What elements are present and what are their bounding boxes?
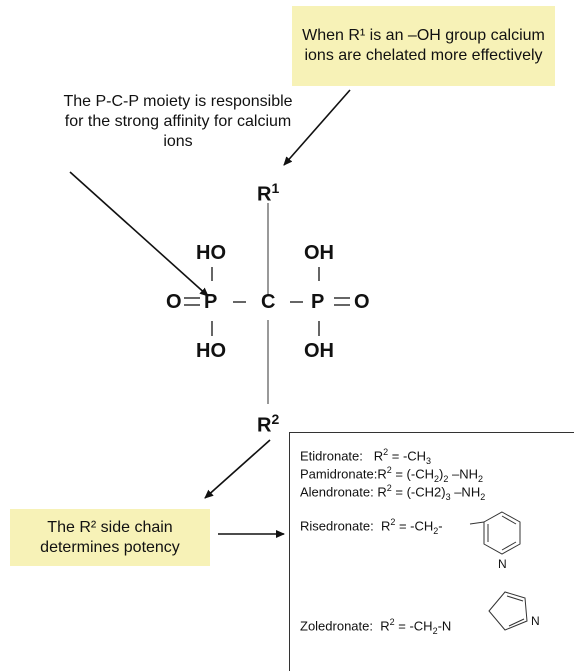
atom-p-left: P [204,291,218,313]
arrow-to-p-left [69,171,209,297]
example-sup: 2 [386,465,392,475]
atom-c-center: C [261,291,276,313]
example-name: Etidronate: [300,448,363,464]
atom-r2: R2 [257,408,279,437]
examples-box: Etidronate: R2 = -CH3 Pamidronate:R2 = (… [289,432,574,671]
example-formula: = -CH [395,518,434,534]
example-r: R [380,618,390,634]
example-sup: 2 [386,483,392,493]
example-sub: 2 [433,525,439,536]
imidazole-ring-icon [488,591,528,631]
example-formula: -N [437,618,452,634]
imidazole-n-label: N [531,614,540,628]
example-r: R [373,448,384,464]
example-alendronate: Alendronate: R2 = (-CH2)3 –NH2 [300,481,485,505]
atom-r2-letter: R [257,414,272,437]
atom-r1: R1 [257,177,279,206]
example-name: Pamidronate: [300,466,378,482]
example-sub: 2 [432,625,438,636]
atom-r1-sup: 1 [271,180,280,196]
example-sub: 2 [480,491,486,502]
example-formula: = (-CH [391,466,434,482]
example-sup: 2 [383,447,389,457]
atom-p-right: P [311,291,325,313]
atom-oh-top: OH [304,242,334,264]
example-formula: –NH [450,484,481,500]
example-sup: 2 [390,517,396,527]
arrow-from-r2 [204,439,271,499]
example-etidronate: Etidronate: R2 = -CH3 [300,445,431,469]
atom-ho-bottom: HO [196,340,226,362]
example-sub: 3 [445,491,451,502]
example-name: Alendronate: [300,484,374,500]
callout-r2-potency-text: The R² side chain determines potency [40,518,180,556]
example-sub: 2 [443,473,449,484]
example-risedronate: Risedronate: R2 = -CH2- [300,515,443,539]
example-sub: 2 [433,473,439,484]
example-sup: 2 [389,617,395,627]
example-formula: - [438,518,443,534]
example-formula: = -CH [388,448,427,464]
example-sub: 2 [477,473,483,484]
example-formula: ) [439,466,444,482]
example-pamidronate: Pamidronate:R2 = (-CH2)2 –NH2 [300,463,483,487]
example-r: R [377,466,387,482]
atom-r2-sup: 2 [271,411,280,427]
atom-ho-top: HO [196,242,226,264]
pyridine-n-label: N [498,557,507,571]
atom-r1-letter: R [257,183,272,206]
arrow-to-r1 [283,89,351,166]
atom-o-right: O [354,291,370,313]
callout-r2-potency: The R² side chain determines potency [10,509,210,566]
example-formula: –NH [448,466,478,482]
note-pcp-moiety-text: The P-C-P moiety is responsible for the … [63,93,293,150]
example-zoledronate: Zoledronate: R2 = -CH2-N [300,615,451,639]
example-name: Zoledronate: [300,618,373,634]
callout-r1-oh-text: When R¹ is an –OH group calcium ions are… [302,27,545,64]
callout-r1-oh: When R¹ is an –OH group calcium ions are… [292,6,555,86]
atom-oh-bottom: OH [304,340,334,362]
pyridine-ring-icon [469,511,521,555]
example-name: Risedronate: [300,518,374,534]
example-r: R [380,518,391,534]
atom-o-left: O [166,291,182,313]
example-formula: = (-CH2) [391,484,446,500]
note-pcp-moiety: The P-C-P moiety is responsible for the … [58,92,298,152]
example-formula: = -CH [394,618,433,634]
example-sub: 3 [426,455,432,466]
example-r: R [377,484,387,500]
